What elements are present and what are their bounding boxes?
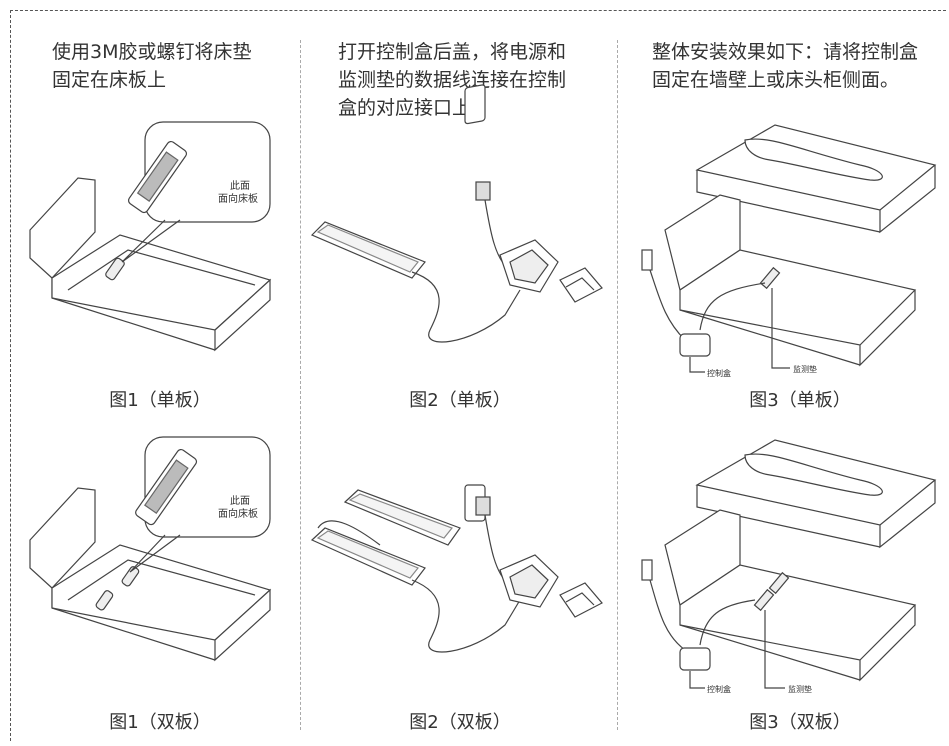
callout-face-line1-double: 此面 <box>230 494 250 507</box>
callout-face-line1-single: 此面 <box>230 179 250 192</box>
step3-line2: 固定在墙壁上或床头柜侧面。 <box>652 69 900 91</box>
pad-connection-single <box>310 84 603 343</box>
caption-fig3-single: 图3（单板） <box>749 390 851 411</box>
step2-line3: 盒的对应接口上。 <box>338 97 491 119</box>
column-divider-1 <box>300 40 301 730</box>
step3-line1: 整体安装效果如下：请将控制盒 <box>652 41 919 63</box>
step3-instructions: 整体安装效果如下：请将控制盒 固定在墙壁上或床头柜侧面。 <box>652 38 918 94</box>
callout-face-line2-single: 面向床板 <box>218 192 258 205</box>
step2-line2: 监测垫的数据线连接在控制 <box>338 69 567 91</box>
installation-overview-double <box>641 439 937 689</box>
step2-instructions: 打开控制盒后盖，将电源和 监测垫的数据线连接在控制 盒的对应接口上。 <box>338 38 566 122</box>
bed-illustration-single <box>29 177 272 352</box>
caption-fig2-double: 图2（双板） <box>409 712 511 733</box>
caption-fig2-single: 图2（单板） <box>409 390 511 411</box>
installation-overview-single <box>641 124 937 373</box>
step1-instructions: 使用3M胶或螺钉将床垫 固定在床板上 <box>52 38 251 94</box>
step2-line1: 打开控制盒后盖，将电源和 <box>338 41 567 63</box>
step1-line1: 使用3M胶或螺钉将床垫 <box>52 41 252 63</box>
caption-fig1-double: 图1（双板） <box>109 712 211 733</box>
label-monitor-pad-single: 监测垫 <box>793 364 817 374</box>
callout-face-line2-double: 面向床板 <box>218 507 258 520</box>
bed-illustration-double <box>29 487 272 662</box>
caption-fig1-single: 图1（单板） <box>109 390 211 411</box>
column-divider-2 <box>617 40 618 730</box>
step1-line2: 固定在床板上 <box>52 69 167 91</box>
label-control-box-double: 控制盒 <box>707 684 731 694</box>
pad-connection-double <box>310 484 603 653</box>
callout-bubble-double <box>129 436 271 573</box>
label-control-box-single: 控制盒 <box>707 368 731 378</box>
label-monitor-pad-double: 监测垫 <box>788 684 812 694</box>
dashed-frame <box>10 10 946 741</box>
callout-bubble-single <box>121 121 271 263</box>
caption-fig3-double: 图3（双板） <box>749 712 851 733</box>
